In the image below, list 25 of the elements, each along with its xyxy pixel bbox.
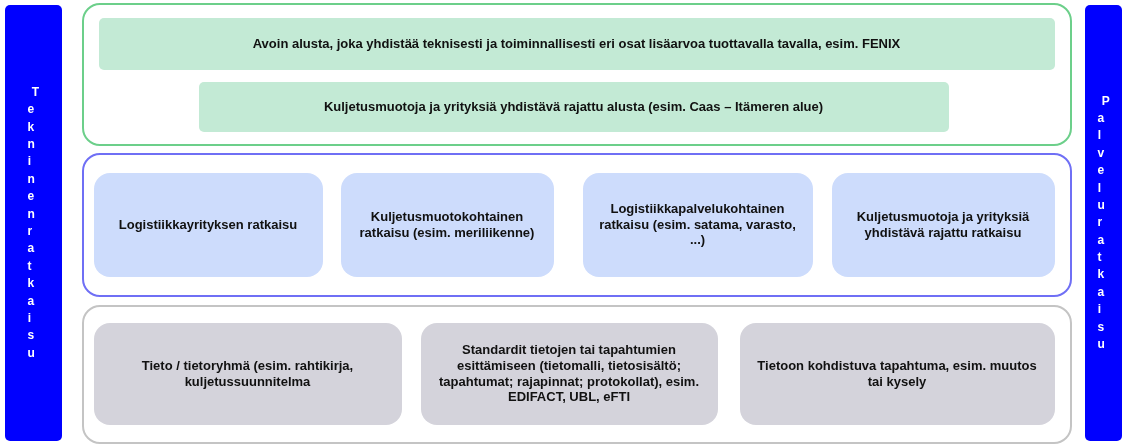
box-text: Kuljetusmuotokohtainen ratkaisu (esim. meriliikenne) [358, 208, 536, 241]
category-box [98, 17, 1055, 70]
box-text: Avoin alusta, joka yhdistää teknisesti ja toiminnallisesti eri osat lisäarvoa tuottavalla tavalla, esim. FENIX [252, 35, 901, 52]
side-bar [1085, 5, 1122, 441]
box-text: Tietoon kohdistuva tapahtuma, esim. muutos tai kysely [756, 357, 1038, 390]
category-box [420, 322, 718, 425]
group-panel [82, 153, 1072, 297]
group-panel [82, 305, 1072, 444]
category-box [198, 81, 949, 132]
vertical-label: Tekninen ratkaisu [27, 83, 40, 362]
box-text: Kuljetusmuotoja ja yrityksiä yhdistävä rajattu alusta (esim. Caas – Itämeren alue) [323, 98, 824, 115]
side-bar [5, 5, 62, 441]
category-box [340, 172, 554, 277]
box-text: Tieto / tietoryhmä (esim. rahtikirja, kuljetussuunnitelma [140, 357, 355, 390]
group-panel [82, 3, 1072, 146]
box-text: Logistiikkapalvelukohtainen ratkaisu (esim. satama, varasto, ...) [598, 201, 797, 248]
box-text: Standardit tietojen tai tapahtumien esittämiseen (tietomalli, tietosisältö; tapahtumat; rajapinnat; protokollat), esim. EDIFACT, UBL, eFTI [438, 342, 700, 405]
category-box [93, 322, 402, 425]
category-box [739, 322, 1055, 425]
box-text: Logistiikkayrityksen ratkaisu [118, 216, 298, 233]
category-box [93, 172, 323, 277]
category-box [582, 172, 813, 277]
category-box [831, 172, 1055, 277]
vertical-label: Palveluratkaisu [1097, 92, 1110, 354]
box-text: Kuljetusmuotoja ja yrityksiä yhdistävä rajattu ratkaisu [855, 208, 1031, 241]
